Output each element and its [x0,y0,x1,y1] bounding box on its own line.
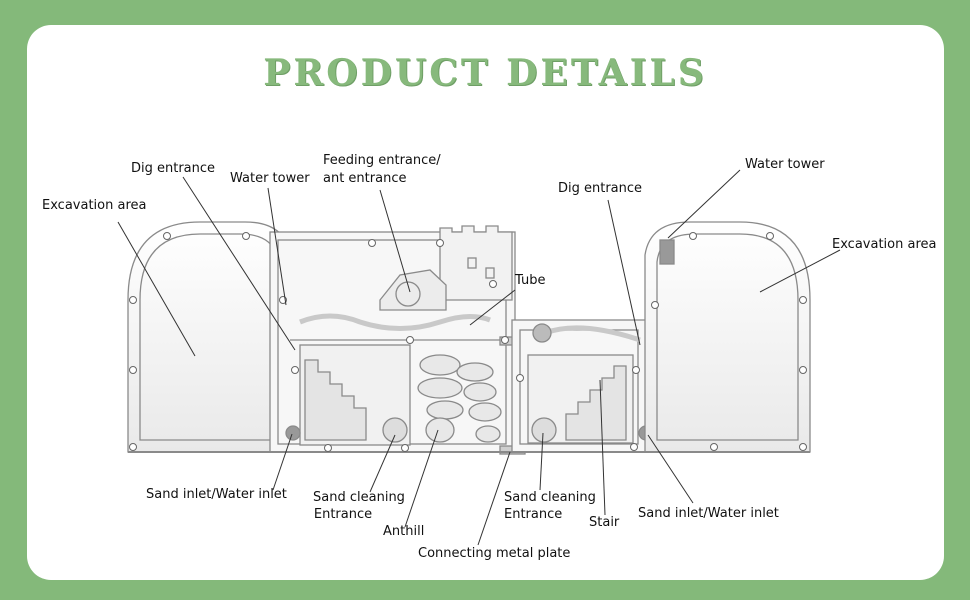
label-tube: Tube [515,273,546,288]
left-module-frame [127,221,291,453]
label-water-tower-right: Water tower [745,157,825,172]
label-sand-cleaning-left-line2: Entrance [313,507,373,522]
right-tube [544,325,641,343]
label-stair: Stair [589,515,620,530]
label-excavation-area-right: Excavation area [832,237,937,252]
label-anthill: Anthill [383,524,425,539]
label-sand-inlet-left: Sand inlet/Water inlet [146,487,287,502]
label-dig-entrance-right: Dig entrance [558,181,643,196]
label-dig-entrance-left: Dig entrance [131,161,216,176]
left-tunnel [299,313,491,331]
label-feeding-entrance-line1: Feeding entrance/ [323,153,441,168]
label-excavation-area-left: Excavation area [42,198,147,213]
label-sand-cleaning-left-line1: Sand cleaning [313,490,405,505]
label-water-tower-left: Water tower [230,171,310,186]
right-stair [565,365,627,441]
right-module-frame [644,221,811,453]
label-sand-inlet-right: Sand inlet/Water inlet [638,506,779,521]
page-title: PRODUCT DETAILS [263,52,707,94]
feeding-chamber [379,269,447,311]
left-stair [304,359,367,441]
label-feeding-entrance-line2: ant entrance [323,171,407,186]
label-sand-cleaning-right-line1: Sand cleaning [504,490,596,505]
label-connecting-plate: Connecting metal plate [418,546,571,561]
label-sand-cleaning-right-line2: Entrance [504,507,563,522]
